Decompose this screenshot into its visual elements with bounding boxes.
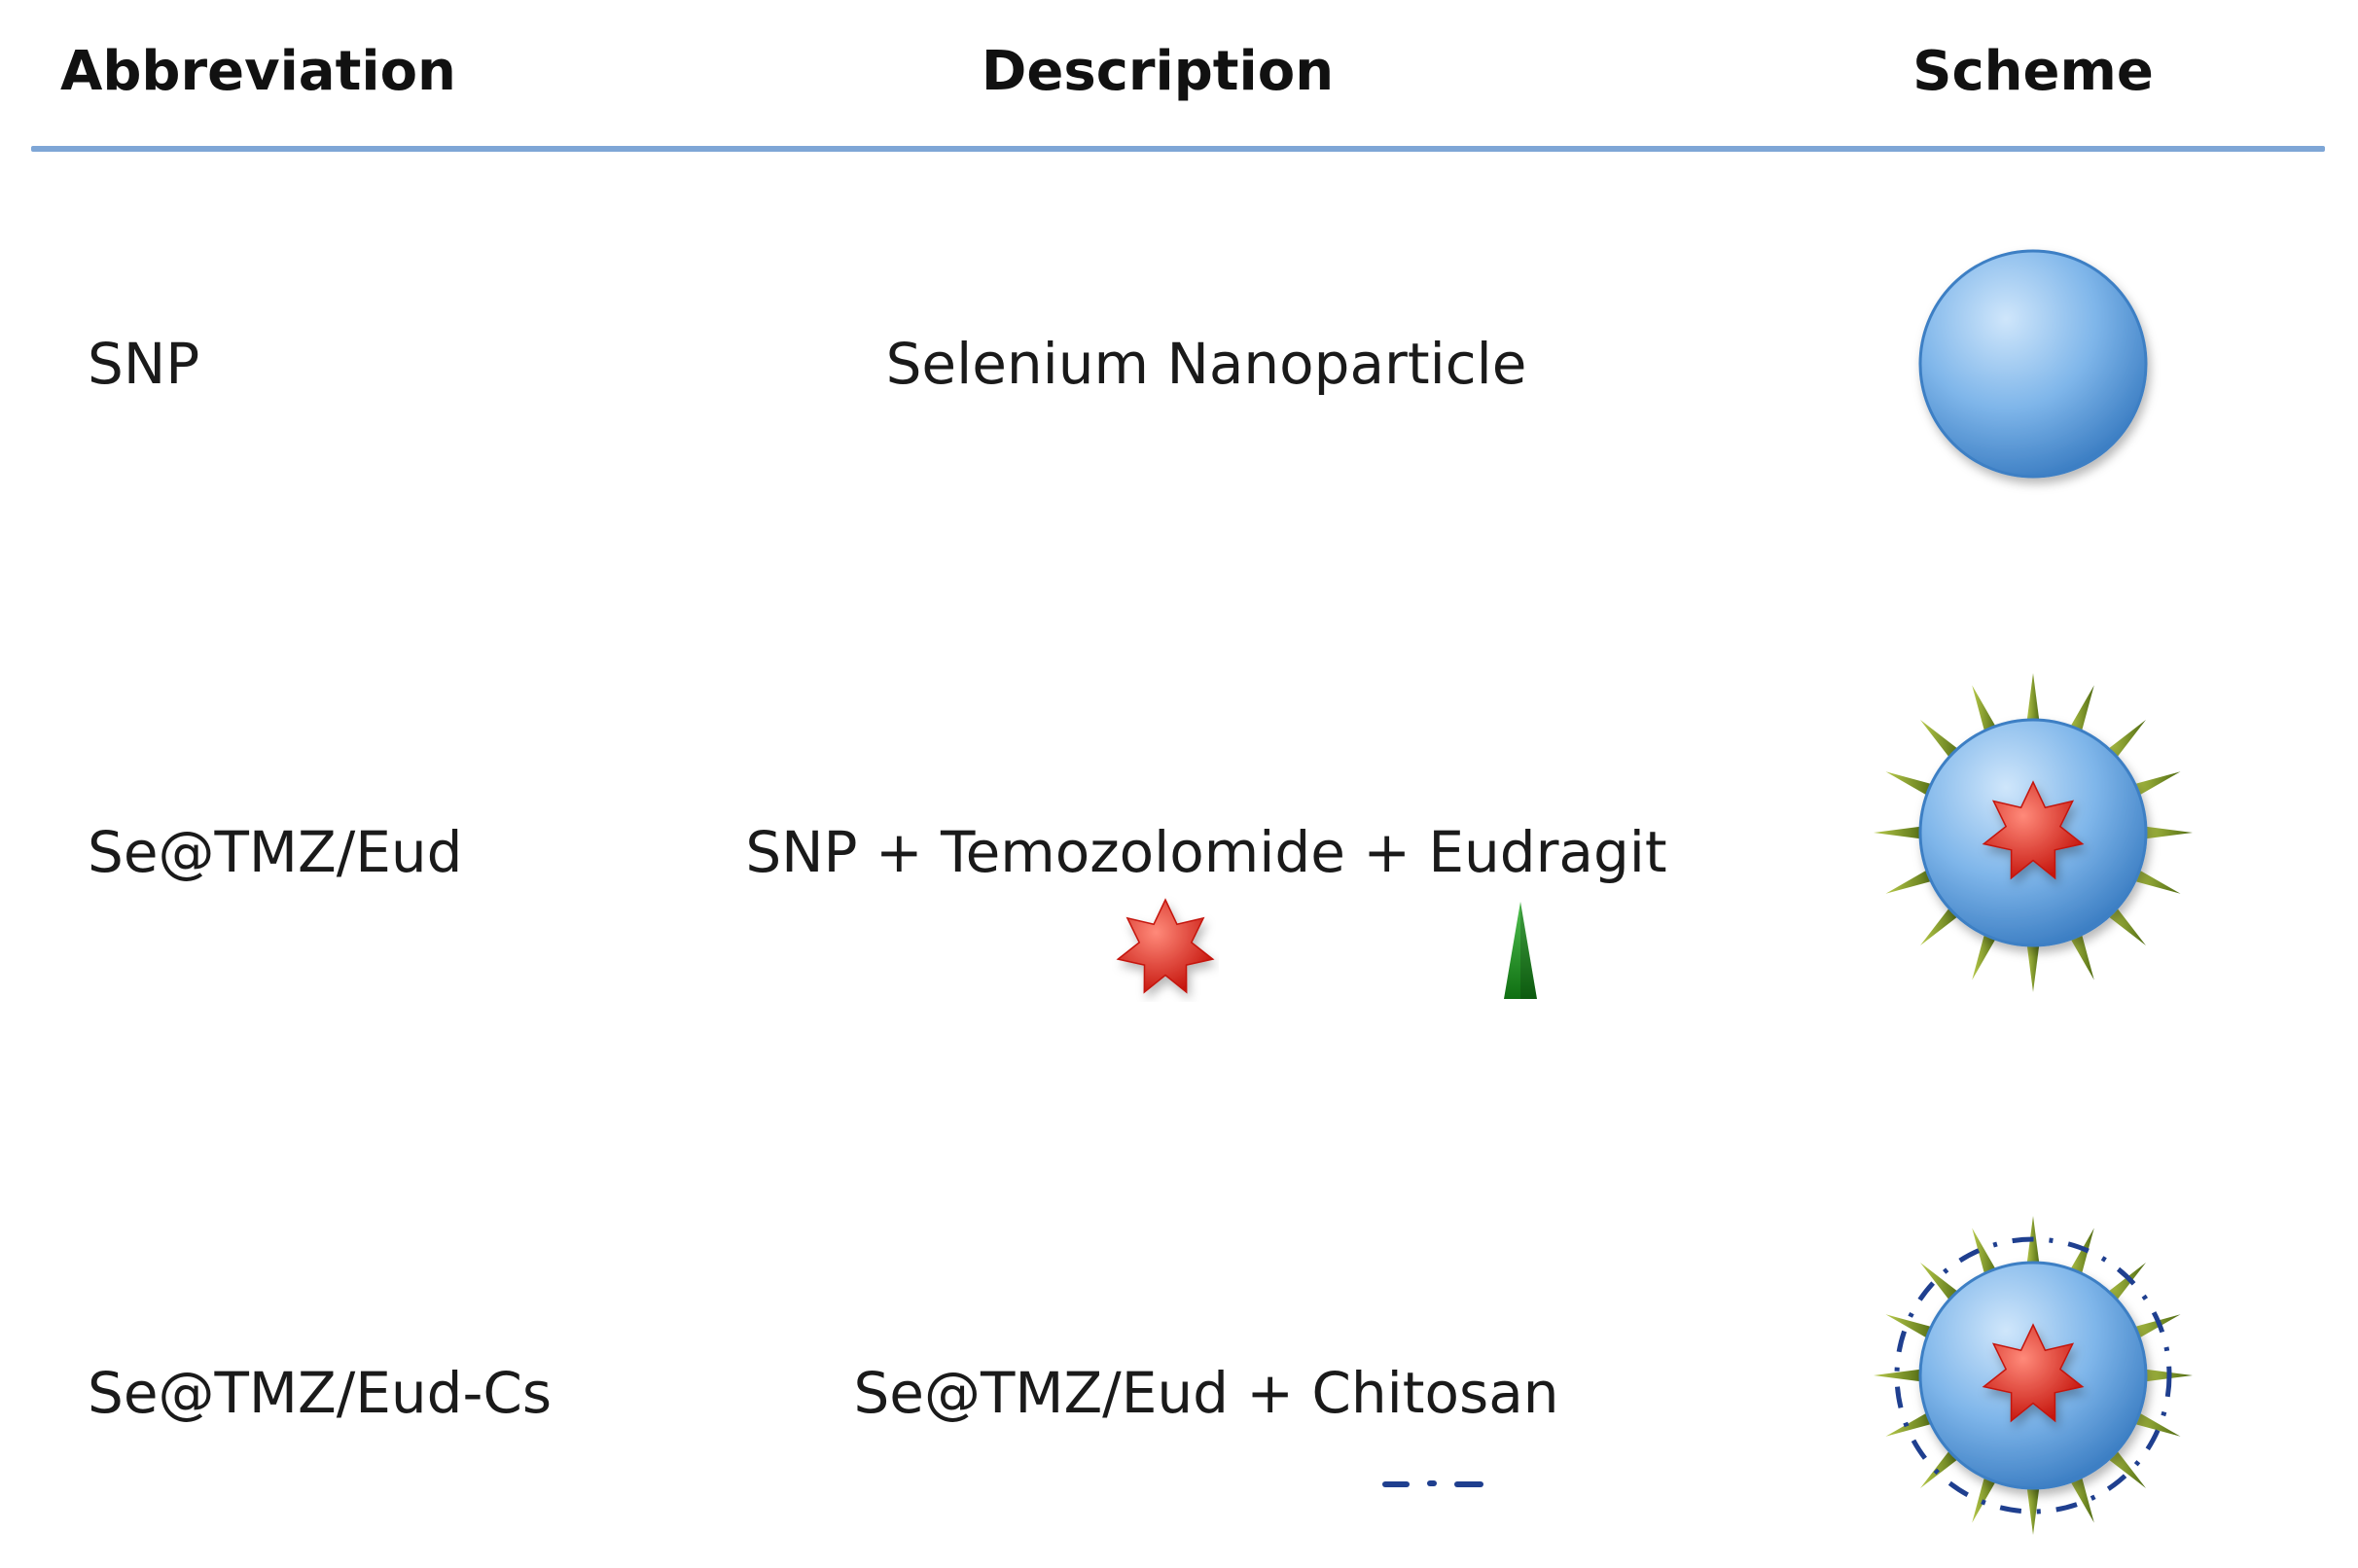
header-abbreviation: Abbreviation <box>60 40 456 103</box>
scheme-snp-icon <box>1918 249 2148 479</box>
eudragit-spikes <box>1874 1216 2193 1535</box>
eudragit-spike-icon <box>1504 902 1537 999</box>
header-description: Description <box>981 40 1335 103</box>
header-divider <box>31 146 2325 152</box>
row-snp-description: Selenium Nanoparticle <box>885 331 1527 397</box>
row-se-tmz-eud-cs-abbreviation: Se@TMZ/Eud-Cs <box>88 1360 553 1426</box>
temozolomide-star-icon <box>1982 1323 2085 1423</box>
blue-sphere-icon <box>1918 249 2148 479</box>
chitosan-coating-ring <box>1894 1236 2172 1515</box>
row-se-tmz-eud-cs-description: Se@TMZ/Eud + Chitosan <box>853 1360 1559 1426</box>
row-snp-abbreviation: SNP <box>88 331 200 397</box>
temozolomide-star-icon <box>1982 780 2085 880</box>
header-scheme: Scheme <box>1912 40 2154 103</box>
chitosan-dash-icon <box>1382 1480 1483 1487</box>
row-se-tmz-eud-abbreviation: Se@TMZ/Eud <box>88 819 463 885</box>
temozolomide-star-icon <box>1116 898 1215 994</box>
eudragit-spikes <box>1874 673 2193 992</box>
scheme-se-tmz-eud-icon <box>1874 673 2193 992</box>
scheme-se-tmz-eud-cs-icon <box>1874 1216 2193 1535</box>
row-se-tmz-eud-description: SNP + Temozolomide + Eudragit <box>745 819 1667 885</box>
